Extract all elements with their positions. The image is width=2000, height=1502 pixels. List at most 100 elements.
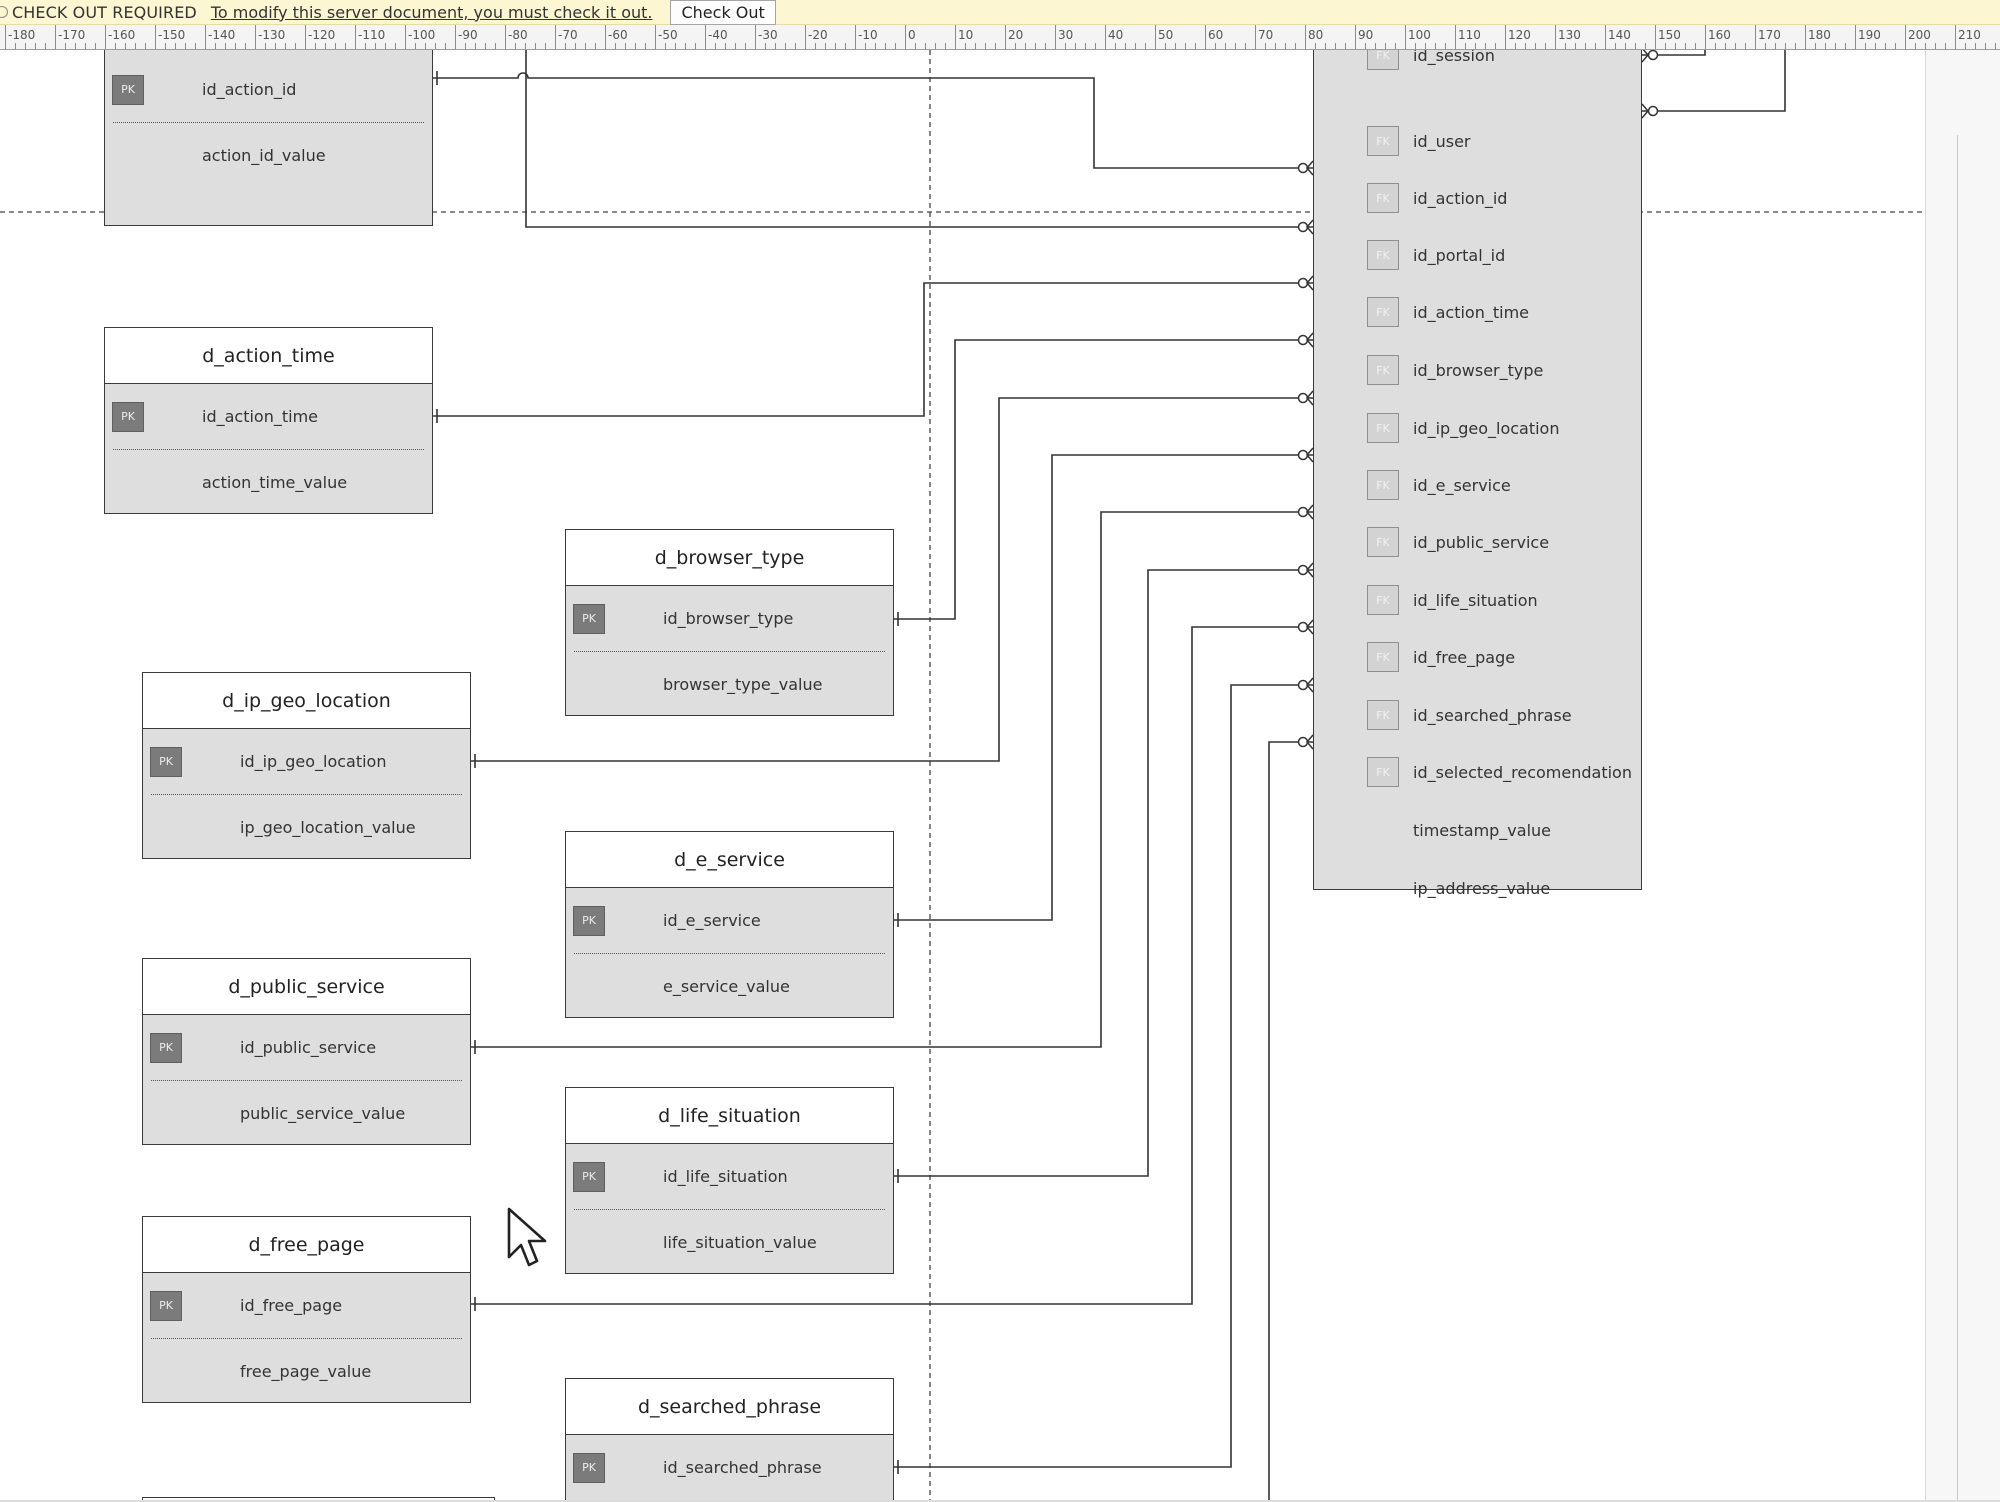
connector-action-id[interactable] [432, 72, 1313, 169]
ruler-minor-tick [965, 43, 966, 49]
ruler-minor-tick [1765, 43, 1766, 49]
ruler-label: 160 [1708, 28, 1731, 42]
entity-key-row[interactable]: PK id_ip_geo_location [143, 729, 470, 794]
entity-title: d_public_service [143, 959, 470, 1015]
ruler-label: -30 [758, 28, 778, 42]
connector-ip-geo-location[interactable] [470, 397, 1313, 762]
fk-icon: FK [1367, 50, 1399, 70]
ruler-minor-tick [1025, 43, 1026, 49]
ruler-label: 130 [1558, 28, 1581, 42]
ruler-major-tick [555, 25, 556, 49]
entity-partial-bottom[interactable] [142, 1497, 495, 1502]
ruler-minor-tick [745, 43, 746, 49]
connector-selected-recomendation[interactable] [1268, 741, 1313, 1502]
crows-foot-marker [1306, 390, 1314, 406]
field-name: life_situation_value [663, 1233, 817, 1252]
connector-public-service[interactable] [470, 511, 1313, 1048]
ruler-minor-tick [415, 43, 416, 49]
ruler-minor-tick [185, 43, 186, 49]
entity-d-life-situation[interactable]: d_life_situation PK id_life_situation li… [565, 1087, 894, 1274]
ruler-minor-tick [1575, 43, 1576, 49]
ruler-minor-tick [1385, 43, 1386, 49]
field-name: e_service_value [663, 977, 790, 996]
entity-key-row[interactable]: PK id_public_service [143, 1015, 470, 1080]
entity-key-row[interactable]: PK id_life_situation [566, 1144, 893, 1209]
field-name: action_id_value [202, 146, 326, 165]
connector-searched-phrase[interactable] [893, 684, 1313, 1468]
field-name: id_e_service [663, 911, 761, 930]
connector-free-page[interactable] [470, 626, 1313, 1305]
ruler-minor-tick [995, 43, 996, 49]
entity-value-row[interactable]: free_page_value [143, 1339, 470, 1404]
fact-field-row[interactable]: timestamp_value [1314, 810, 1641, 850]
entity-key-row[interactable]: PK id_browser_type [566, 586, 893, 651]
ruler-minor-tick [815, 43, 816, 49]
horizontal-ruler[interactable]: -180-170-160-150-140-130-120-110-100-90-… [0, 25, 2000, 50]
ruler-major-tick [1455, 25, 1456, 49]
ruler-minor-tick [695, 43, 696, 49]
ruler-major-tick [255, 25, 256, 49]
entity-value-row[interactable]: e_service_value [566, 954, 893, 1019]
check-out-button[interactable]: Check Out [670, 0, 776, 25]
entity-d-searched-phrase[interactable]: d_searched_phrase PK id_searched_phrase [565, 1378, 894, 1502]
entity-d-free-page[interactable]: d_free_page PK id_free_page free_page_va… [142, 1216, 471, 1403]
connector-browser-type[interactable] [893, 339, 1313, 620]
entity-key-row[interactable]: PK id_action_time [105, 384, 432, 449]
entity-d-public-service[interactable]: d_public_service PK id_public_service pu… [142, 958, 471, 1145]
crows-foot-marker [1306, 160, 1314, 176]
ruler-minor-tick [315, 43, 316, 49]
entity-key-row[interactable]: PK id_e_service [566, 888, 893, 953]
diagram-canvas[interactable]: PK id_action_id action_id_value d_action… [0, 50, 2000, 1502]
fk-icon: FK [1367, 297, 1399, 327]
entity-value-row[interactable]: ip_geo_location_value [143, 795, 470, 860]
ruler-label: -80 [508, 28, 528, 42]
entity-key-row[interactable]: PK id_action_id [105, 57, 432, 122]
entity-key-row[interactable]: PK id_searched_phrase [566, 1435, 893, 1500]
entity-value-row[interactable]: action_time_value [105, 450, 432, 515]
entity-d-ip-geo-location[interactable]: d_ip_geo_location PK id_ip_geo_location … [142, 672, 471, 859]
connector-user[interactable] [1642, 50, 1786, 112]
entity-key-row[interactable]: PK id_free_page [143, 1273, 470, 1338]
field-separator [574, 953, 885, 954]
entity-value-row[interactable]: action_id_value [105, 123, 432, 188]
fact-field-row[interactable]: ip_address_value [1314, 868, 1641, 908]
connector-e-service[interactable] [893, 454, 1313, 921]
checkout-message-link[interactable]: To modify this server document, you must… [210, 2, 653, 22]
ruler-label: 30 [1058, 28, 1074, 42]
entity-d-e-service[interactable]: d_e_service PK id_e_service e_service_va… [565, 831, 894, 1018]
field-name: id_public_service [240, 1038, 377, 1057]
pk-icon: PK [573, 603, 605, 634]
connector-action-time[interactable] [432, 282, 1313, 417]
connector-session[interactable] [1642, 50, 1706, 56]
entity-d-action-id[interactable]: PK id_action_id action_id_value [104, 50, 433, 226]
entity-d-action-time[interactable]: d_action_time PK id_action_time action_t… [104, 327, 433, 514]
field-name: free_page_value [240, 1362, 372, 1381]
ruler-major-tick [1105, 25, 1106, 49]
ruler-minor-tick [1945, 43, 1946, 49]
entity-d-browser-type[interactable]: d_browser_type PK id_browser_type browse… [565, 529, 894, 716]
ruler-label: -170 [58, 28, 86, 42]
ruler-minor-tick [1395, 43, 1396, 49]
entity-value-row[interactable]: public_service_value [143, 1081, 470, 1146]
connector-life-situation[interactable] [893, 569, 1313, 1177]
field-name: id_action_id [202, 80, 297, 99]
connector-portal-id[interactable] [525, 50, 1313, 228]
entity-value-row[interactable]: life_situation_value [566, 1210, 893, 1275]
crows-foot-marker [1306, 332, 1314, 348]
entity-value-row[interactable]: browser_type_value [566, 652, 893, 717]
ruler-minor-tick [1065, 43, 1066, 49]
